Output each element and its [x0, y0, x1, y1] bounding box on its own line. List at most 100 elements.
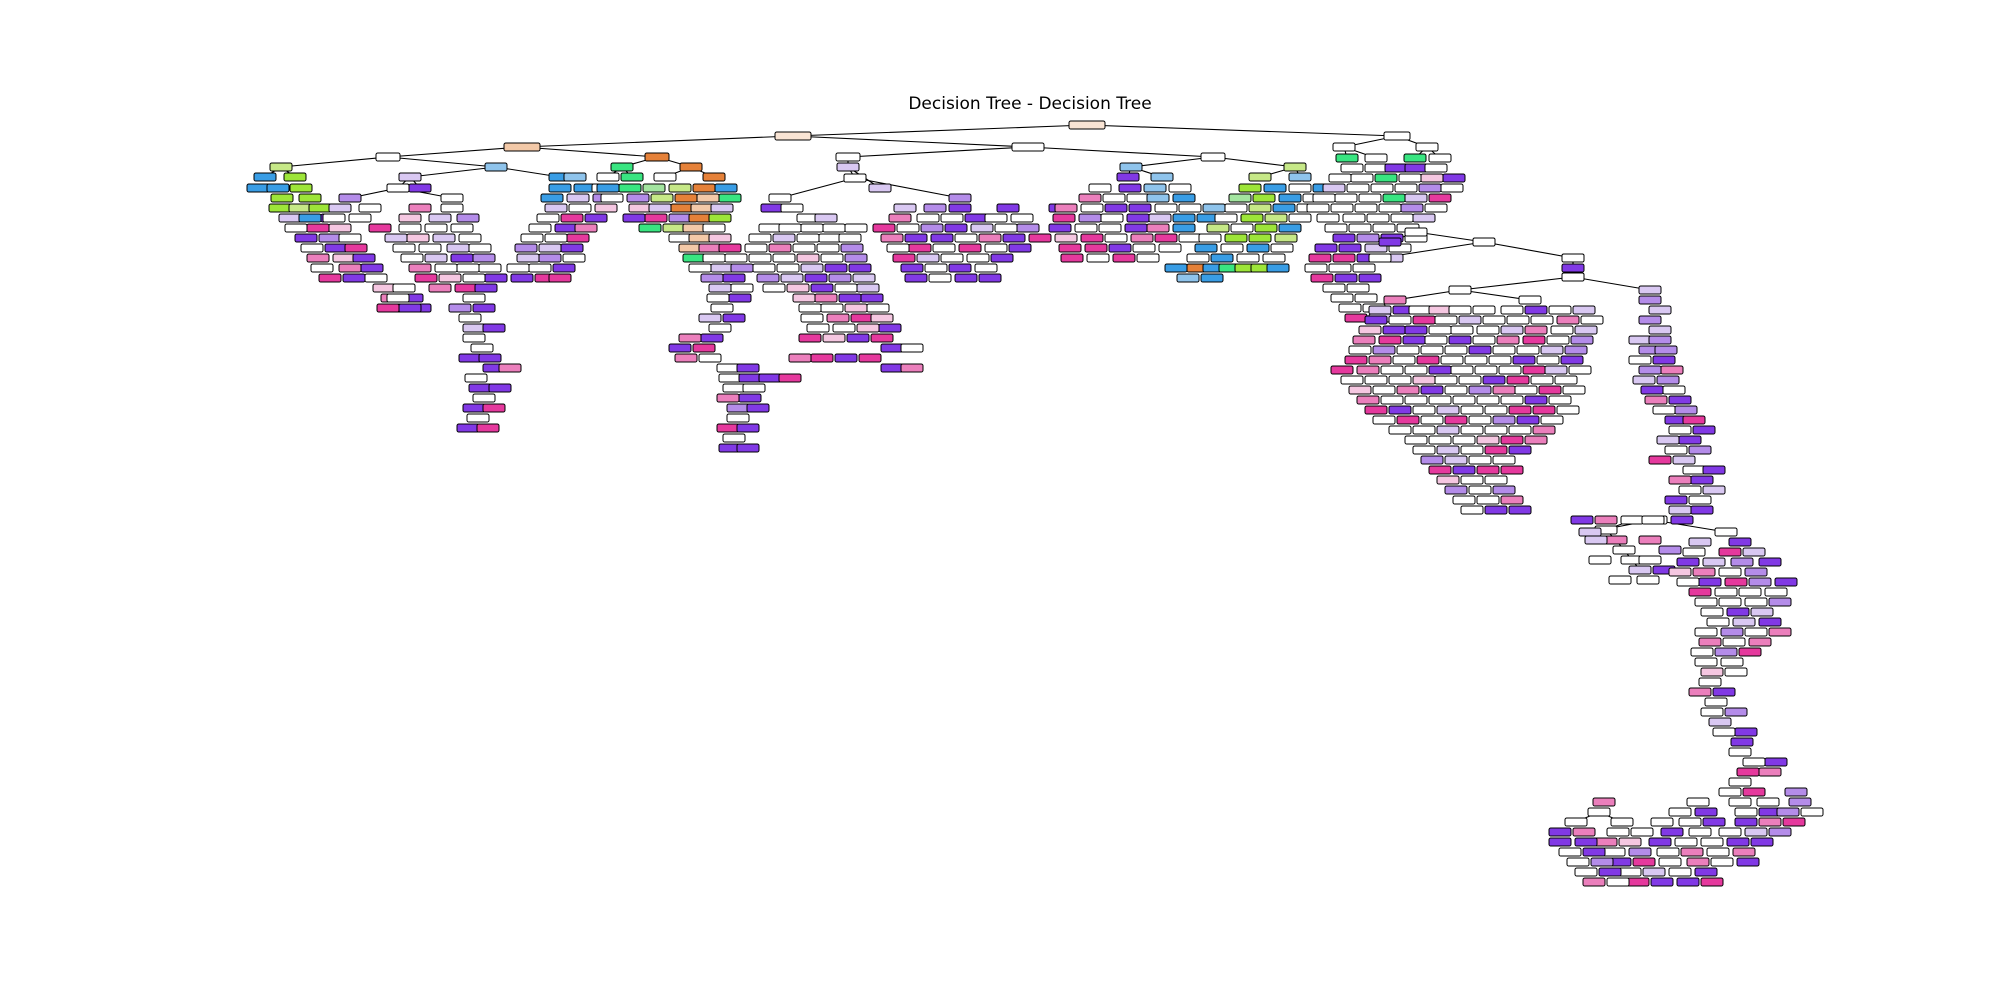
tree-node-511 [1561, 263, 1585, 273]
tree-node-764 [1706, 617, 1730, 627]
tree-node-626 [1532, 405, 1556, 415]
tree-node-571 [1392, 355, 1416, 365]
tree-node-858 [1558, 847, 1582, 857]
tree-node-521 [1408, 305, 1432, 315]
tree-node-649 [1412, 445, 1436, 455]
tree-node-299 [923, 203, 947, 213]
tree-node-286 [846, 333, 870, 343]
tree-node-684 [1638, 365, 1662, 375]
tree-node-597 [1506, 375, 1530, 385]
tree-edge [1483, 241, 1574, 259]
tree-node-606 [1492, 385, 1516, 395]
tree-node-796 [1728, 777, 1752, 787]
tree-node-90 [454, 283, 478, 293]
tree-node-552 [1424, 335, 1448, 345]
tree-node-13 [266, 183, 290, 193]
tree-node-752 [1774, 577, 1798, 587]
tree-node-853 [1592, 797, 1616, 807]
tree-node-671 [1460, 505, 1484, 515]
tree-node-837 [1632, 857, 1656, 867]
tree-node-534 [1482, 315, 1506, 325]
tree-node-590 [1340, 375, 1364, 385]
tree-node-759 [1744, 597, 1768, 607]
tree-node-780 [1724, 667, 1748, 677]
tree-node-329 [916, 253, 940, 263]
tree-node-635 [1540, 415, 1564, 425]
tree-edge [387, 146, 523, 158]
tree-node-343 [1116, 172, 1140, 182]
tree-node-11 [283, 172, 307, 182]
tree-node-234 [778, 223, 802, 233]
tree-node-101 [462, 333, 486, 343]
tree-node-42 [392, 283, 416, 293]
tree-node-536 [1530, 315, 1554, 325]
tree-node-559 [1348, 345, 1372, 355]
tree-node-128 [584, 213, 608, 223]
tree-node-411 [1288, 213, 1312, 223]
tree-node-862 [1574, 867, 1598, 877]
tree-node-664 [1484, 475, 1508, 485]
tree-node-738 [1718, 547, 1742, 557]
tree-node-5 [375, 152, 401, 162]
tree-node-695 [1682, 415, 1706, 425]
tree-node-256 [824, 263, 848, 273]
tree-node-770 [1768, 627, 1792, 637]
tree-node-734 [1714, 527, 1738, 537]
tree-node-348 [1168, 183, 1192, 193]
tree-node-833 [1680, 847, 1704, 857]
tree-node-771 [1698, 637, 1722, 647]
tree-node-313 [994, 223, 1018, 233]
tree-node-673 [1508, 505, 1532, 515]
tree-node-152 [702, 172, 726, 182]
tree-node-731 [1636, 575, 1660, 585]
tree-node-526 [1524, 305, 1548, 315]
tree-node-706 [1668, 475, 1692, 485]
tree-node-73 [392, 243, 416, 253]
tree-node-255 [800, 263, 824, 273]
tree-node-471 [1366, 213, 1390, 223]
tree-node-160 [626, 193, 650, 203]
tree-node-697 [1692, 425, 1716, 435]
tree-node-754 [1714, 587, 1738, 597]
tree-node-378 [1154, 233, 1178, 243]
tree-node-352 [1146, 193, 1170, 203]
tree-node-846 [1626, 877, 1650, 887]
tree-node-568 [1564, 345, 1588, 355]
tree-node-592 [1388, 375, 1412, 385]
tree-node-437 [1415, 142, 1439, 152]
tree-node-120 [540, 193, 564, 203]
tree-node-528 [1572, 305, 1596, 315]
tree-node-732 [1641, 515, 1665, 525]
tree-node-321 [1028, 233, 1052, 243]
tree-node-508 [1368, 253, 1392, 263]
tree-node-760 [1768, 597, 1792, 607]
tree-node-173 [688, 213, 712, 223]
tree-node-297 [778, 373, 802, 383]
tree-node-461 [1404, 193, 1428, 203]
tree-node-628 [1372, 415, 1396, 425]
tree-node-644 [1428, 435, 1452, 445]
tree-node-652 [1484, 445, 1508, 455]
tree-node-413 [1230, 223, 1254, 233]
tree-node-354 [1054, 203, 1078, 213]
tree-node-62 [398, 213, 422, 223]
tree-node-589 [1568, 365, 1592, 375]
tree-node-332 [990, 253, 1014, 263]
tree-node-312 [970, 223, 994, 233]
tree-node-773 [1748, 637, 1772, 647]
tree-node-778 [1720, 657, 1744, 667]
tree-edge [1130, 156, 1214, 168]
tree-node-803 [1788, 797, 1812, 807]
tree-node-230 [780, 203, 804, 213]
tree-edge [792, 124, 1088, 137]
tree-node-510 [1561, 253, 1585, 263]
tree-node-768 [1720, 627, 1744, 637]
tree-node-273 [820, 303, 844, 313]
tree-node-338 [928, 273, 952, 283]
tree-node-820 [1718, 827, 1742, 837]
tree-node-136 [538, 243, 562, 253]
tree-node-804 [1668, 807, 1692, 817]
tree-node-544 [1476, 325, 1500, 335]
tree-node-815 [1782, 817, 1806, 827]
tree-node-97 [472, 303, 496, 313]
